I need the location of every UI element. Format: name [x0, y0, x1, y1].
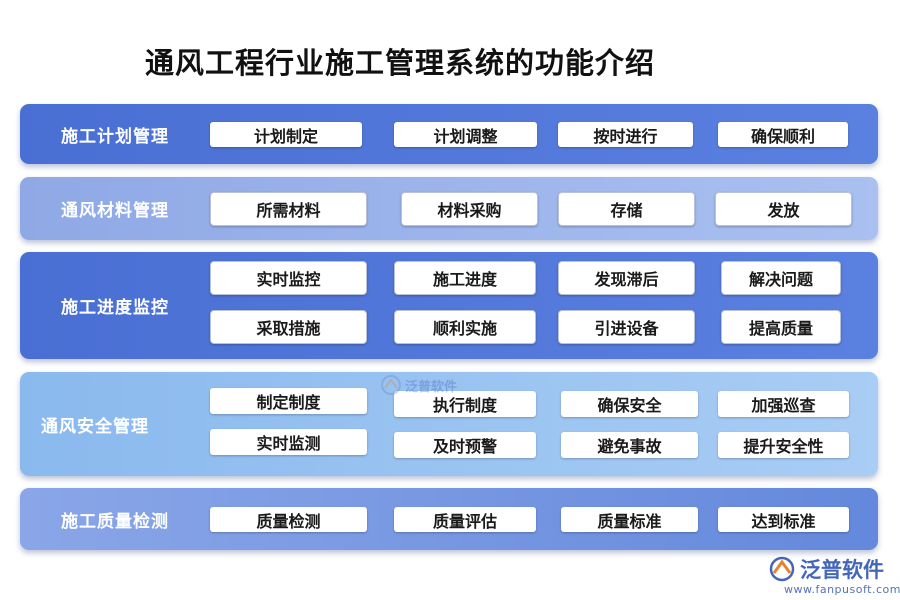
item-take-measures: 采取措施 — [210, 310, 367, 344]
brand-logo-icon — [769, 556, 795, 582]
band-material-mgmt: 通风材料管理 所需材料 材料采购 存储 发放 — [20, 177, 878, 240]
item-on-schedule: 按时进行 — [558, 122, 693, 147]
item-storage: 存储 — [558, 192, 695, 226]
page-title: 通风工程行业施工管理系统的功能介绍 — [145, 46, 656, 80]
item-strengthen-patrol: 加强巡查 — [718, 391, 849, 417]
item-realtime-monitor: 实时监控 — [210, 261, 367, 295]
item-bring-equipment: 引进设备 — [558, 310, 695, 344]
band-label: 施工进度监控 — [61, 298, 169, 318]
item-find-delay: 发现滞后 — [558, 261, 695, 295]
band-progress-monitor: 施工进度监控 实时监控 施工进度 发现滞后 解决问题 采取措施 顺利实施 引进设… — [20, 252, 878, 359]
center-watermark: 泛普软件 — [380, 374, 457, 396]
watermark-text: 泛普软件 — [405, 379, 458, 395]
item-quality-assess: 质量评估 — [394, 507, 536, 532]
item-meet-standard: 达到标准 — [718, 507, 849, 532]
band-label: 通风安全管理 — [41, 416, 149, 437]
item-timely-warning: 及时预警 — [394, 432, 536, 458]
item-smooth-implement: 顺利实施 — [394, 310, 536, 344]
brand-url: www.fanpusoft.com — [784, 583, 900, 596]
item-plan-make: 计划制定 — [210, 122, 362, 147]
item-ensure-smooth: 确保顺利 — [718, 122, 848, 147]
item-material-purchase: 材料采购 — [401, 192, 538, 226]
item-quality-standard: 质量标准 — [561, 507, 698, 532]
corner-logo: 泛普软件 — [768, 554, 884, 584]
item-realtime-detect: 实时监测 — [210, 429, 367, 455]
band-safety-mgmt: 通风安全管理 制定制度 执行制度 确保安全 加强巡查 实时监测 及时预警 避免事… — [20, 372, 878, 476]
item-ensure-safety: 确保安全 — [561, 391, 698, 417]
item-raise-safety: 提升安全性 — [718, 432, 849, 458]
item-construction-progress: 施工进度 — [394, 261, 536, 295]
item-quality-check: 质量检测 — [210, 507, 367, 532]
item-avoid-accident: 避免事故 — [561, 432, 698, 458]
item-solve-problem: 解决问题 — [721, 261, 841, 295]
brand-name: 泛普软件 — [800, 558, 884, 582]
band-label: 施工计划管理 — [61, 126, 169, 147]
item-make-rules: 制定制度 — [210, 388, 367, 414]
item-required-material: 所需材料 — [210, 192, 367, 226]
band-construction-plan: 施工计划管理 计划制定 计划调整 按时进行 确保顺利 — [20, 104, 878, 164]
item-distribution: 发放 — [715, 192, 852, 226]
watermark-logo-icon — [381, 375, 401, 395]
band-label: 施工质量检测 — [61, 511, 169, 532]
band-quality-check: 施工质量检测 质量检测 质量评估 质量标准 达到标准 — [20, 488, 878, 550]
item-improve-quality: 提高质量 — [721, 310, 841, 344]
band-label: 通风材料管理 — [61, 201, 169, 221]
item-execute-rules: 执行制度 — [394, 391, 536, 417]
item-plan-adjust: 计划调整 — [394, 122, 537, 147]
